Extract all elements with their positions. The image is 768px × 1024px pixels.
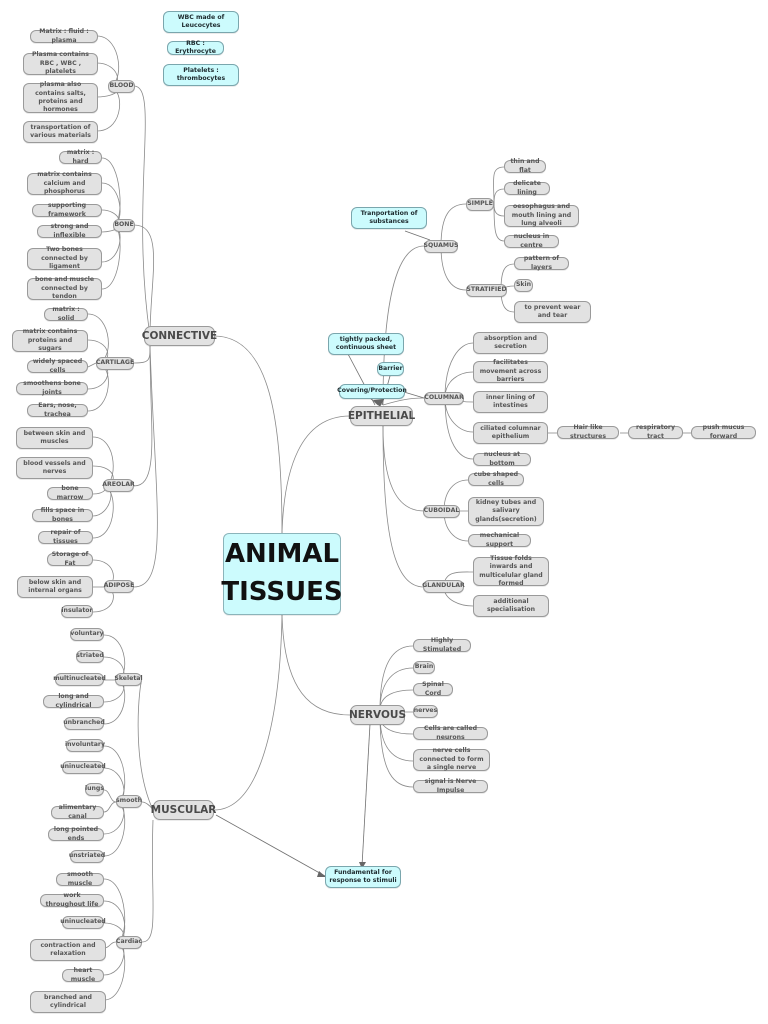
chain-push-mucus-forward[interactable]: push mucus forward [691, 424, 756, 440]
callout-wbc[interactable]: WBC made of Leucocytes [163, 11, 239, 33]
cuboidal-item[interactable]: cube shaped cells [468, 471, 524, 487]
chain-respiratory-tract[interactable]: respiratory tract [628, 424, 683, 440]
node-areolar[interactable]: AREOLAR [102, 479, 135, 492]
node-blood[interactable]: BLOOD [108, 80, 135, 93]
node-stratified[interactable]: STRATIFIED [466, 284, 507, 297]
node-cardiac[interactable]: Cardiac [116, 936, 142, 949]
cartilage-item[interactable]: matrix contains proteins and sugars [12, 328, 88, 352]
blood-item[interactable]: transportation of various materials [23, 121, 98, 143]
nervous-item[interactable]: Highly Stimulated [413, 637, 471, 653]
callout-barrier[interactable]: Barrier [377, 362, 404, 376]
node-adipose[interactable]: ADIPOSE [104, 580, 134, 593]
node-muscular[interactable]: MUSCULAR [151, 800, 216, 820]
areolar-item[interactable]: repair of tissues [38, 529, 93, 545]
adipose-item[interactable]: insulator [61, 605, 93, 618]
areolar-item[interactable]: fills space in bones [32, 507, 93, 523]
cardiac-item[interactable]: smooth muscle [56, 871, 104, 887]
cardiac-item[interactable]: uninucleated [60, 916, 106, 929]
node-nervous[interactable]: NERVOUS [349, 705, 406, 725]
areolar-item[interactable]: blood vessels and nerves [16, 457, 93, 479]
columnar-item[interactable]: inner lining of intestines [473, 391, 548, 413]
columnar-item[interactable]: nucleus at bottom [473, 451, 531, 467]
bone-item[interactable]: strong and inflexible [37, 223, 102, 239]
node-bone[interactable]: BONE [113, 219, 135, 232]
nervous-item[interactable]: Cells are called neurons [413, 725, 488, 741]
chain-hair-like-structures[interactable]: Hair like structures [557, 424, 619, 440]
blood-item[interactable]: Matrix : fluid : plasma [30, 28, 98, 44]
callout-platelets[interactable]: Platelets : thrombocytes [163, 64, 239, 86]
node-squamus[interactable]: SQUAMUS [424, 240, 459, 253]
callout-transportation[interactable]: Tranportation of substances [351, 207, 427, 229]
cardiac-item[interactable]: contraction and relaxation [30, 939, 106, 961]
node-cartilage[interactable]: CARTILAGE [96, 357, 134, 370]
callout-tightly-packed[interactable]: tightly packed, continuous sheet [328, 333, 404, 355]
nervous-item[interactable]: nerves [413, 705, 438, 718]
adipose-item[interactable]: Storage of Fat [47, 551, 93, 567]
node-epithelial[interactable]: EPITHELIAL [348, 406, 415, 426]
skeletal-item[interactable]: long and cylindrical [43, 693, 104, 709]
nervous-item[interactable]: signal is Nerve Impulse [413, 778, 488, 794]
smooth-item[interactable]: involuntary [65, 739, 105, 752]
stratified-item[interactable]: to prevent wear and tear [514, 301, 591, 323]
columnar-item[interactable]: ciliated columnar epithelium [473, 422, 548, 444]
stratified-item[interactable]: Skin [514, 279, 533, 292]
cardiac-item[interactable]: heart muscle [62, 967, 104, 983]
cartilage-item[interactable]: Ears, nose, trachea [27, 402, 88, 418]
stratified-item[interactable]: pattern of layers [514, 255, 569, 271]
cartilage-item[interactable]: widely spaced cells [27, 358, 88, 374]
bone-item[interactable]: bone and muscle connected by tendon [27, 276, 102, 300]
smooth-item[interactable]: long pointed ends [48, 826, 104, 842]
node-glandular[interactable]: GLANDULAR [422, 580, 465, 593]
bone-item[interactable]: Two bones connected by ligament [27, 246, 102, 270]
skeletal-item[interactable]: unbranched [63, 717, 105, 730]
callout-rbc[interactable]: RBC : Erythrocyte [167, 40, 224, 55]
cartilage-item[interactable]: matrix : solid [44, 306, 88, 322]
smooth-item[interactable]: lungs [85, 783, 104, 796]
glandular-item[interactable]: additional specialisation [473, 595, 549, 617]
node-smooth[interactable]: smooth [116, 795, 142, 808]
skeletal-item[interactable]: striated [76, 650, 104, 663]
node-skeletal[interactable]: Skeletal [114, 673, 143, 686]
bone-item[interactable]: matrix contains calcium and phosphorus [27, 171, 102, 195]
areolar-item[interactable]: between skin and muscles [16, 427, 93, 449]
simple-item[interactable]: delicate lining [504, 180, 550, 196]
node-cuboidal[interactable]: CUBOIDAL [423, 505, 460, 518]
columnar-item[interactable]: absorption and secretion [473, 332, 548, 354]
callout-covering-protection[interactable]: Covering/Protection [337, 384, 407, 399]
cardiac-item[interactable]: branched and cylindrical [30, 991, 106, 1013]
skeletal-item[interactable]: voluntary [70, 628, 104, 641]
nervous-item[interactable]: Spinal Cord [413, 681, 453, 697]
nervous-item[interactable]: nerve cells connected to form a single n… [413, 747, 490, 771]
glandular-item[interactable]: Tissue folds inwards and multicelular gl… [473, 555, 549, 587]
areolar-item[interactable]: bone marrow [47, 485, 93, 501]
smooth-item[interactable]: unstriated [69, 850, 105, 863]
blood-item[interactable]: plasma also contains salts, proteins and… [23, 81, 98, 113]
smooth-item[interactable]: alimentary canal [51, 804, 104, 820]
skeletal-item[interactable]: multinucleated [53, 673, 106, 686]
simple-item[interactable]: oesophagus and mouth lining and lung alv… [504, 203, 579, 227]
cartilage-item[interactable]: smoothens bone joints [16, 380, 88, 396]
node-columnar[interactable]: COLUMNAR [424, 392, 464, 405]
adipose-item[interactable]: below skin and internal organs [17, 576, 93, 598]
node-connective[interactable]: CONNECTIVE [142, 326, 217, 346]
bone-item[interactable]: supporting framework [32, 202, 102, 218]
columnar-item[interactable]: facilitates movement across barriers [473, 359, 548, 383]
simple-item[interactable]: nucleus in centre [504, 233, 559, 249]
smooth-item[interactable]: uninucleated [60, 761, 106, 774]
root-node-animal-tissues[interactable]: ANIMAL TISSUES [221, 533, 343, 615]
bone-item[interactable]: matrix : hard [59, 149, 102, 165]
cuboidal-item[interactable]: mechanical support [468, 532, 531, 548]
blood-item[interactable]: Plasma contains RBC , WBC , platelets [23, 51, 98, 75]
simple-item[interactable]: thin and flat [504, 158, 546, 174]
cardiac-item[interactable]: work throughout life [40, 892, 104, 908]
nervous-item[interactable]: Brain [413, 661, 435, 674]
callout-fundamental[interactable]: Fundamental for response to stimuli [325, 866, 401, 888]
node-simple[interactable]: SIMPLE [466, 198, 494, 211]
cuboidal-item[interactable]: kidney tubes and salivary glands(secreti… [468, 497, 544, 526]
